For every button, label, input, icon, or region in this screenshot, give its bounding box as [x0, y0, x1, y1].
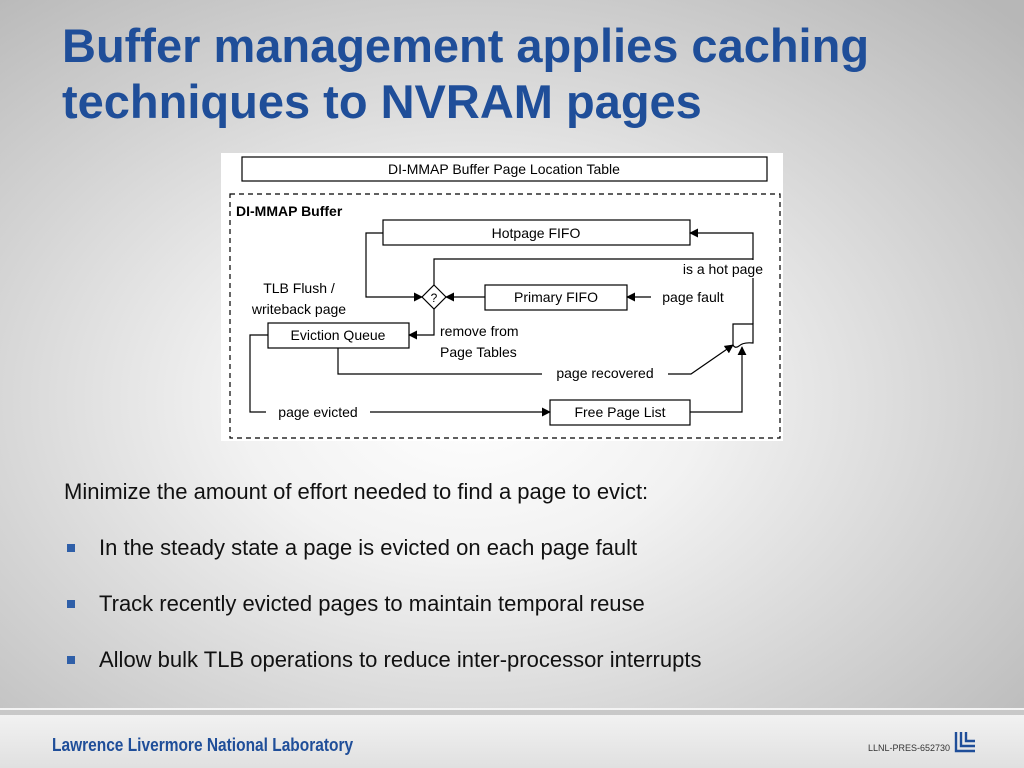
buffer-label: DI-MMAP Buffer	[236, 203, 343, 219]
bullet-text: In the steady state a page is evicted on…	[99, 535, 638, 560]
remove-label-1: remove from	[440, 323, 519, 339]
buffer-region	[229, 193, 781, 439]
footer-bar	[0, 708, 1024, 768]
hotpage-fifo-box	[382, 219, 691, 246]
intro-text: Minimize the amount of effort needed to …	[64, 479, 649, 504]
arrow-free-to-page	[690, 346, 747, 413]
location-table-label: DI-MMAP Buffer Page Location Table	[388, 161, 620, 177]
bullet-text: Track recently evicted pages to maintain…	[99, 591, 645, 616]
bullet-text: Allow bulk TLB operations to reduce inte…	[99, 647, 702, 672]
arrow-to-hotpage	[689, 228, 754, 324]
document-id: LLNL-PRES-652730	[868, 743, 951, 753]
decision-label: ?	[431, 291, 438, 305]
page-evicted-label: page evicted	[278, 404, 357, 420]
eviction-queue-label: Eviction Queue	[291, 327, 386, 343]
page-recovered-label: page recovered	[556, 365, 653, 381]
square-bullet-icon	[67, 656, 75, 664]
remove-label-2: Page Tables	[440, 344, 517, 360]
footer-divider	[0, 710, 1024, 715]
arrow-page-evicted	[249, 334, 551, 417]
primary-fifo-label: Primary FIFO	[514, 289, 598, 305]
arrow-hotpage-to-decision	[365, 232, 423, 302]
arrow-decision-to-eviction	[408, 309, 435, 340]
square-bullet-icon	[67, 600, 75, 608]
location-table-box	[241, 156, 768, 182]
tlb-flush-label-2: writeback page	[251, 301, 346, 317]
arrow-page-recovered	[337, 344, 734, 375]
title-line-1: Buffer management applies caching	[62, 19, 870, 72]
page-fault-label: page fault	[662, 289, 724, 305]
bullet-item: In the steady state a page is evicted on…	[64, 535, 701, 591]
square-bullet-icon	[67, 544, 75, 552]
tlb-flush-label-1: TLB Flush /	[263, 280, 335, 296]
hotpage-fifo-label: Hotpage FIFO	[492, 225, 581, 241]
slide-title: Buffer management applies caching techni…	[62, 18, 1002, 130]
free-page-list-box	[549, 399, 691, 426]
arrow-hot-loop	[433, 258, 753, 285]
buffer-diagram: DI-MMAP Buffer Page Location Table DI-MM…	[221, 153, 783, 441]
llnl-logo-icon	[954, 732, 975, 753]
lab-name: Lawrence Livermore National Laboratory	[52, 735, 354, 755]
title-line-2: techniques to NVRAM pages	[62, 75, 702, 128]
free-page-list-label: Free Page List	[574, 404, 665, 420]
page-icon	[732, 323, 754, 348]
buffer-diagram-svg: DI-MMAP Buffer Page Location Table DI-MM…	[229, 156, 781, 439]
bullet-item: Track recently evicted pages to maintain…	[64, 591, 701, 647]
bullet-list: In the steady state a page is evicted on…	[64, 535, 701, 703]
bullet-item: Allow bulk TLB operations to reduce inte…	[64, 647, 701, 703]
is-hot-page-label: is a hot page	[683, 261, 763, 277]
